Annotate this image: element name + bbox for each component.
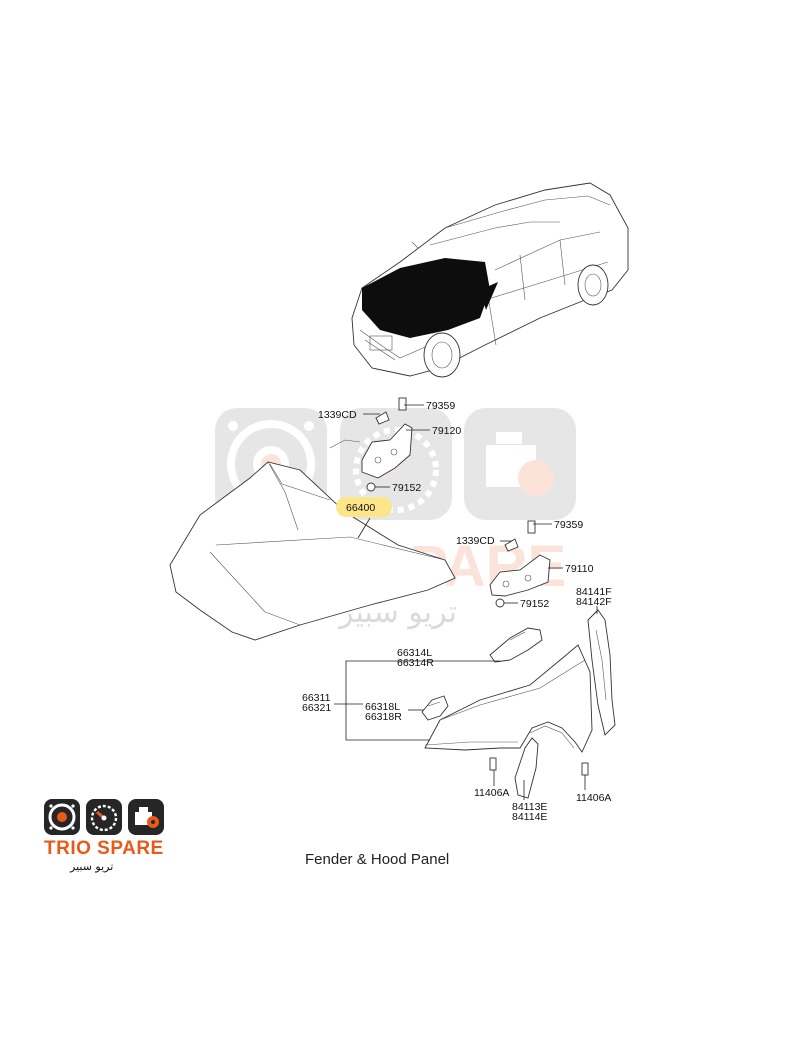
label-1339cd-top: 1339CD [318, 409, 357, 421]
part-number-highlight [336, 497, 392, 517]
label-11406a-left: 11406A [474, 787, 509, 799]
fender [424, 644, 593, 753]
label-79120: 79120 [432, 425, 461, 437]
label-84113e: 84113E [512, 801, 547, 813]
speaker-icon [44, 799, 80, 835]
fender-bracket [421, 695, 449, 721]
wheel-arch-cover [514, 737, 539, 799]
fender-screws [489, 757, 589, 776]
label-84142f: 84142F [576, 596, 612, 608]
fender-guard [587, 609, 616, 736]
engine-icon [128, 799, 164, 835]
leader-lines [334, 404, 598, 800]
label-79110: 79110 [565, 563, 594, 575]
label-66318r: 66318R [365, 711, 402, 723]
label-84141f: 84141F [576, 586, 612, 598]
speedometer-icon [86, 799, 122, 835]
label-66321: 66321 [302, 702, 331, 714]
label-11406a-right: 11406A [576, 792, 611, 804]
label-66318l: 66318L [365, 701, 400, 713]
label-66400: 66400 [346, 502, 375, 514]
watermark-engine-icon [464, 408, 576, 520]
hood-highlight [362, 258, 490, 338]
brand-name: TRIO SPARE [44, 838, 164, 859]
label-79359-bottom: 79359 [554, 519, 583, 531]
car-overview [351, 182, 629, 378]
label-66314r: 66314R [397, 657, 434, 669]
hinge-lh [361, 397, 413, 492]
hood-panel [169, 439, 456, 641]
part-labels: 1339CD 79359 79120 79152 66400 1339CD 79… [302, 400, 612, 823]
hinge-rh [489, 520, 551, 608]
fender-reinforcement [489, 627, 543, 663]
label-66311: 66311 [302, 692, 331, 704]
label-66314l: 66314L [397, 647, 432, 659]
label-79152-top: 79152 [392, 482, 421, 494]
label-79359-top: 79359 [426, 400, 455, 412]
brand-arabic-name: تريو سبير [70, 860, 114, 873]
label-1339cd-bottom: 1339CD [456, 535, 495, 547]
label-79152-bottom: 79152 [520, 598, 549, 610]
label-84114e: 84114E [512, 811, 547, 823]
diagram-title: Fender & Hood Panel [305, 851, 450, 868]
